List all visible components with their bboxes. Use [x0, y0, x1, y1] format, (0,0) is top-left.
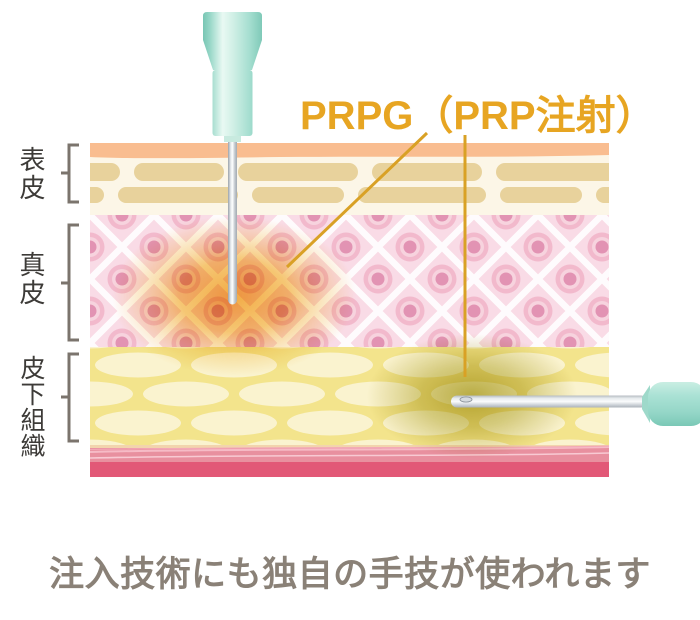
bracket-dermis	[61, 223, 79, 342]
needle-shaft	[228, 142, 237, 305]
needle-neck	[224, 136, 241, 142]
epidermis-cells-row2	[90, 187, 609, 203]
fascia-line	[90, 445, 609, 449]
cannula-hub	[648, 382, 700, 426]
cannula	[451, 382, 700, 426]
epidermis-cells-row1	[90, 163, 609, 181]
cannula-hub-taper	[642, 385, 650, 423]
treatment-title: PRPG（PRP注射）	[300, 94, 656, 138]
bracket-subcutaneous	[61, 352, 79, 443]
layer-label-epidermis: 表皮	[16, 146, 46, 202]
bracket-epidermis	[61, 143, 79, 204]
muscle-streaks	[90, 445, 609, 459]
stratum-corneum-layer	[90, 143, 609, 159]
muscle-layer-red	[90, 462, 609, 477]
layer-label-subcutaneous: 皮下組織	[17, 355, 45, 459]
caption-text: 注入技術にも独自の手技が使われます	[49, 555, 651, 594]
cannula-side-hole	[459, 396, 473, 403]
needle	[203, 12, 262, 305]
leader-line-needle	[285, 131, 429, 269]
needle-hub-barrel	[212, 70, 253, 136]
layer-label-dermis: 真皮	[16, 251, 46, 307]
needle-hub-top	[203, 12, 262, 70]
cannula-shaft	[451, 395, 647, 408]
